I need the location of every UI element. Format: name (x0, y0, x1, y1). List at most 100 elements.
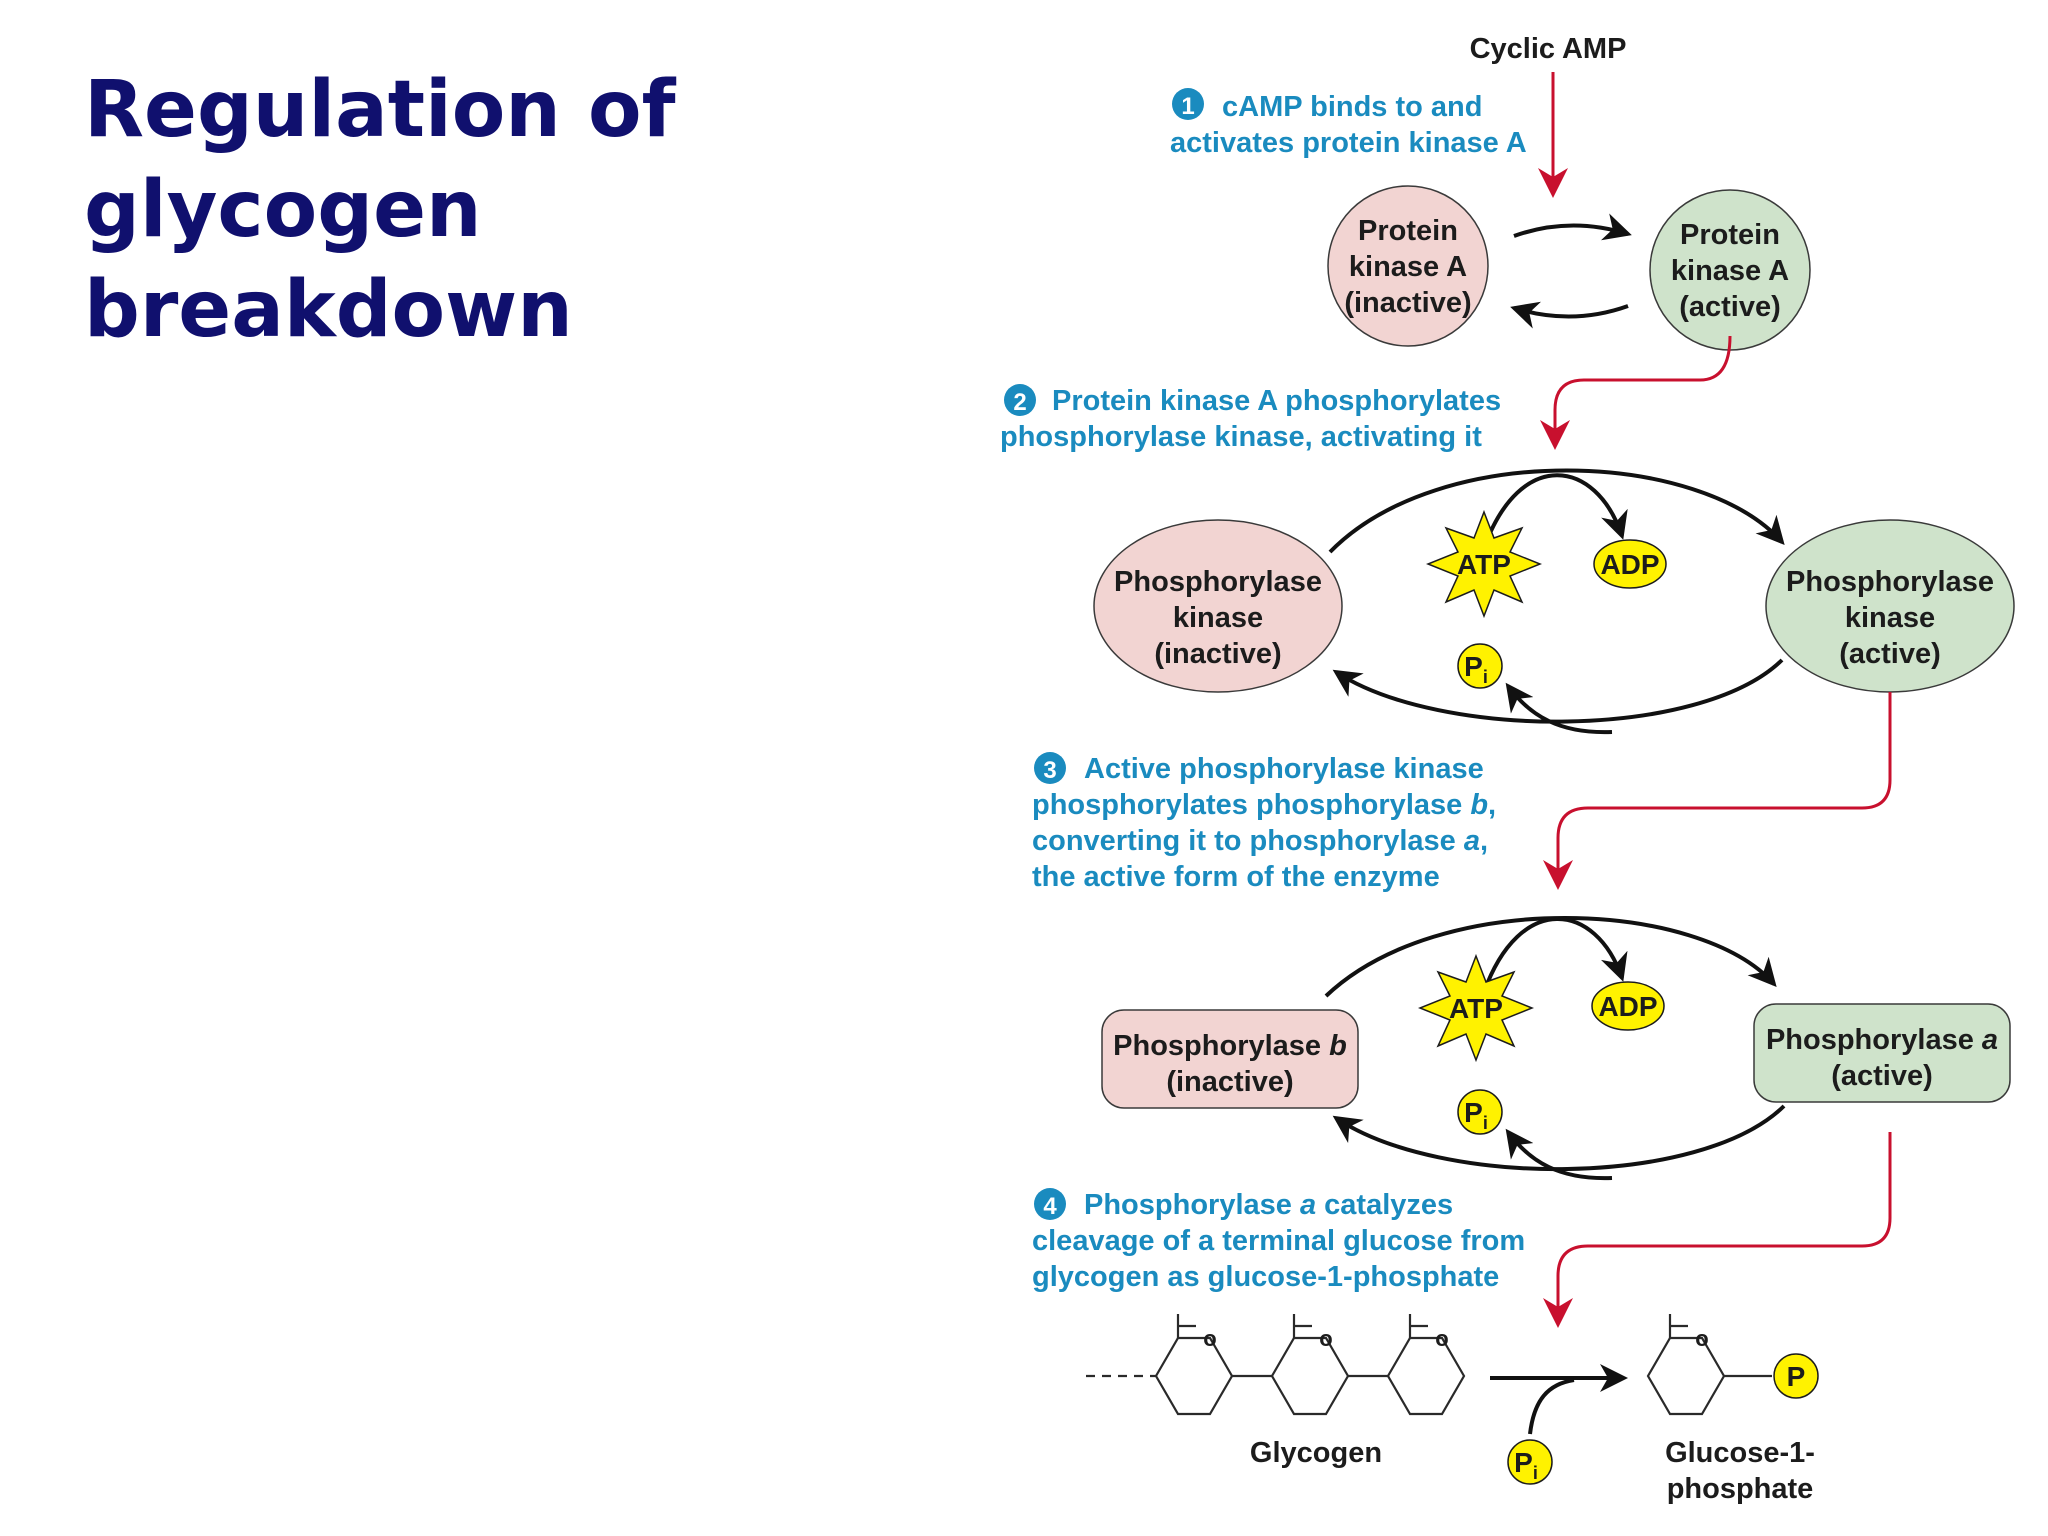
pka-activation-arrow (1513, 213, 1632, 241)
phosphorylase-atp-burst: ATP (1417, 953, 1535, 1063)
g1p-label-line-1: Glucose-1- (1665, 1437, 1815, 1469)
phosphorylase-activation-arc (1324, 916, 1777, 998)
step-2-line-1: Protein kinase A phosphorylates (1052, 385, 1501, 417)
phosphorylase-b-line-1: Phosphorylase b (1113, 1030, 1347, 1062)
phk-to-phosphorylase-arrow (1543, 692, 1892, 890)
step-4-callout: 4 Phosphorylase a catalyzes cleavage of … (1032, 1188, 1525, 1293)
glycogen-chain: o o o Glycogen (1086, 1314, 1466, 1469)
phosphorylase-atp-label: ATP (1449, 993, 1503, 1024)
glycogen-ring-3-o: o (1435, 1326, 1448, 1351)
phosphorylase-pi-token: Pi (1457, 1089, 1503, 1135)
step-4-number: 4 (1043, 1193, 1057, 1220)
glycogen-ring-2: o (1270, 1314, 1350, 1416)
phk-pi-token: Pi (1457, 643, 1503, 689)
slide-title-line-1: Regulation of glycogen (84, 65, 676, 255)
phk-pi-label: Pi (1464, 651, 1488, 687)
phk-inactive-line-2: kinase (1173, 602, 1263, 634)
step-4-line-3: glycogen as glucose-1-phosphate (1032, 1261, 1499, 1293)
phosphorylase-pi-p: P (1464, 1097, 1483, 1128)
phosphorylase-b-letter: b (1329, 1030, 1347, 1062)
step-3-line-3-italic-letter: a (1464, 825, 1480, 857)
step-3-number: 3 (1043, 757, 1056, 784)
phosphorylase-adp-token: ADP (1591, 981, 1665, 1031)
phk-atp-burst: ATP (1425, 509, 1543, 619)
g1p-label-line-2: phosphate (1667, 1473, 1814, 1505)
phk-adp-ellipse (1593, 539, 1667, 589)
pi-entry-arc (1528, 1378, 1575, 1435)
phk-atp-to-adp-arc (1482, 473, 1628, 549)
glycogen-ring-1: o (1154, 1314, 1234, 1416)
phk-inactive-node: Phosphorylase kinase (inactive) (1093, 519, 1343, 693)
phosphorylase-atp-to-adp-arc (1482, 917, 1628, 993)
phk-pi-release-arc (1505, 682, 1613, 735)
step-2-callout: 2 Protein kinase A phosphorylates phosph… (1000, 384, 1501, 453)
phk-atp-star (1425, 509, 1543, 619)
step-3-line-3-text: converting it to phosphorylase (1032, 825, 1464, 857)
phk-pi-p: P (1464, 651, 1483, 682)
phosphorylase-deactivation-arc (1332, 1104, 1786, 1172)
pka-deactivation-arrow (1510, 301, 1629, 329)
step-4-line-2: cleavage of a terminal glucose from (1032, 1225, 1525, 1257)
step-3-line-2-text: phosphorylates phosphorylase (1032, 789, 1470, 821)
step-1-line-1: cAMP binds to and (1222, 91, 1482, 123)
phosphorylase-a-box (1753, 1003, 2011, 1103)
step-4-italic-a: a (1300, 1189, 1316, 1221)
phosphorylase-b-node: Phosphorylase b (inactive) (1101, 1009, 1359, 1109)
cyclic-amp-label: Cyclic AMP (1470, 33, 1627, 65)
cleavage-pi-p: P (1514, 1447, 1533, 1478)
phosphorylase-a-node: Phosphorylase a (active) (1753, 1003, 2011, 1103)
pka-active-line-3: (active) (1679, 291, 1781, 323)
pka-inactive-circle (1327, 185, 1489, 347)
step-3-line-2: phosphorylates phosphorylase b, (1032, 789, 1496, 821)
phosphorylase-a-prefix: Phosphorylase (1766, 1024, 1982, 1056)
step-2-number-badge (1004, 384, 1036, 416)
g1p-ring: o (1646, 1314, 1726, 1416)
step-3-number-badge (1034, 752, 1066, 784)
step-4-line-1: Phosphorylase a catalyzes (1084, 1189, 1453, 1221)
pka-inactive-line-2: kinase A (1349, 251, 1467, 283)
cleavage-pi-circle (1507, 1439, 1553, 1485)
step-1-number: 1 (1181, 93, 1194, 120)
phosphorylase-pi-circle (1457, 1089, 1503, 1135)
phk-active-line-1: Phosphorylase (1786, 566, 1994, 598)
phk-pi-circle (1457, 643, 1503, 689)
phk-inactive-line-3: (inactive) (1154, 638, 1281, 670)
phk-adp-token: ADP (1593, 539, 1667, 589)
phk-active-line-3: (active) (1839, 638, 1941, 670)
phosphorylase-a-letter: a (1982, 1024, 1998, 1056)
step-1-line-2: activates protein kinase A (1170, 127, 1527, 159)
pka-to-phk-arrow (1540, 335, 1732, 450)
step-3-callout: 3 Active phosphorylase kinase phosphoryl… (1032, 752, 1496, 893)
step-3-line-3-comma: , (1480, 825, 1488, 857)
step-3-line-3: converting it to phosphorylase a, (1032, 825, 1488, 857)
phosphorylase-adp-label: ADP (1598, 991, 1657, 1022)
phk-active-node: Phosphorylase kinase (active) (1765, 519, 2015, 693)
pka-active-line-2: kinase A (1671, 255, 1789, 287)
pka-inactive-node: Protein kinase A (inactive) (1327, 185, 1489, 347)
phk-active-line-2: kinase (1845, 602, 1935, 634)
phk-activation-arc (1328, 468, 1785, 554)
step-2-line-2: phosphorylase kinase, activating it (1000, 421, 1482, 453)
phosphorylase-pi-release-arc (1505, 1128, 1613, 1181)
glycogen-ring-1-o: o (1203, 1326, 1216, 1351)
step-3-line-1: Active phosphorylase kinase (1084, 753, 1484, 785)
phosphorylase-pi-sub: i (1483, 1113, 1488, 1133)
pka-active-node: Protein kinase A (active) (1649, 189, 1811, 351)
pka-active-line-1: Protein (1680, 219, 1780, 251)
g1p-phosphate-circle (1773, 1353, 1819, 1399)
cleavage-pi-token: Pi (1507, 1439, 1553, 1485)
step-4-line-1-rest: catalyzes (1316, 1189, 1453, 1221)
phk-pi-sub: i (1483, 667, 1488, 687)
phosphorylase-adp-ellipse (1591, 981, 1665, 1031)
phk-inactive-ellipse (1093, 519, 1343, 693)
phk-adp-label: ADP (1600, 549, 1659, 580)
phosphorylase-b-line-2: (inactive) (1166, 1066, 1293, 1098)
pka-inactive-line-1: Protein (1358, 215, 1458, 247)
phosphorylase-b-prefix: Phosphorylase (1113, 1030, 1329, 1062)
phosphorylase-a-line-2: (active) (1831, 1060, 1933, 1092)
step-4-number-badge (1034, 1188, 1066, 1220)
slide-title-line-2: breakdown (84, 265, 573, 355)
phk-inactive-line-1: Phosphorylase (1114, 566, 1322, 598)
cleavage-pi-sub: i (1533, 1463, 1538, 1483)
